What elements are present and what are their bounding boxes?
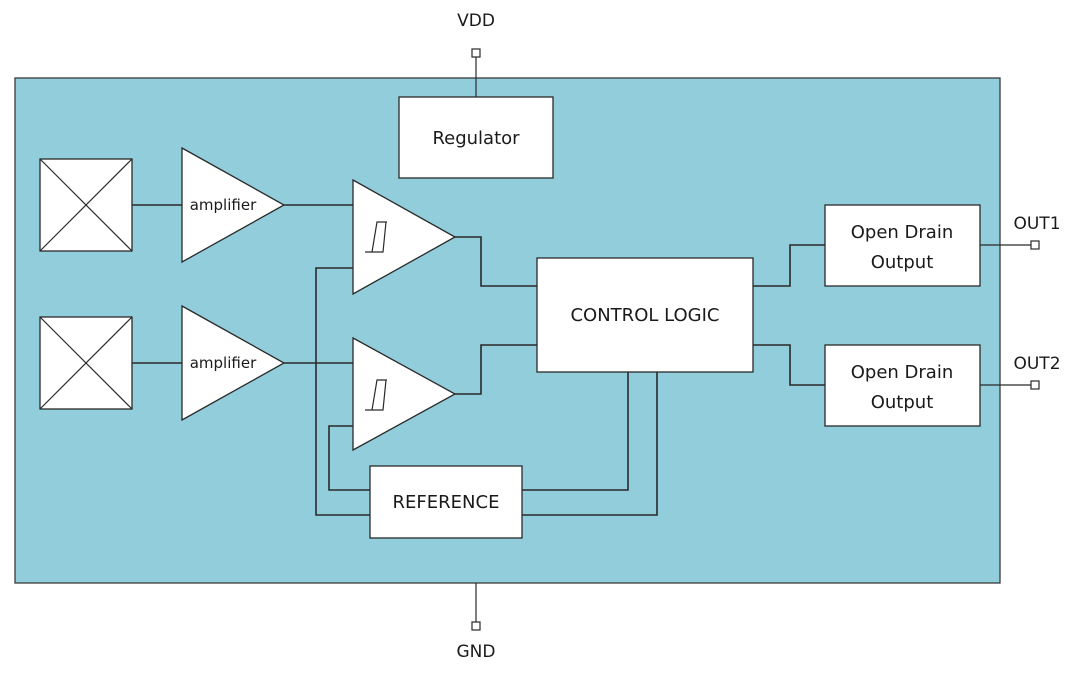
out1-label: OUT1 — [1013, 214, 1060, 234]
wire-comp-bottom-logic — [455, 344, 537, 395]
vdd-pin: VDD — [457, 11, 495, 97]
schmitt-trigger-icon — [365, 379, 387, 411]
schmitt-trigger-icon — [365, 221, 387, 253]
output-bottom-line1: Open Drain — [851, 362, 954, 383]
open-drain-output-top: Open Drain Output — [824, 204, 981, 287]
out2-pin: OUT2 — [980, 354, 1061, 390]
control-logic-block: CONTROL LOGIC — [536, 257, 754, 373]
open-drain-output-bottom: Open Drain Output — [824, 344, 981, 427]
wire-ref-comp-bottom — [328, 425, 370, 491]
wire-ref-comp-top — [315, 267, 370, 516]
wire-logic-out-top — [753, 244, 825, 287]
sensor-icon-bottom — [39, 316, 133, 410]
output-top-line2: Output — [871, 252, 934, 273]
wire-logic-ref-1 — [522, 372, 629, 491]
wire-logic-ref-2 — [522, 372, 658, 516]
wire-comp-top-logic — [455, 236, 537, 287]
output-top-line1: Open Drain — [851, 222, 954, 243]
reference-label: REFERENCE — [393, 492, 500, 513]
amplifier-bottom-label: amplifier — [190, 354, 257, 372]
wire-logic-out-bottom — [753, 344, 825, 386]
vdd-label: VDD — [457, 11, 495, 31]
regulator-block: Regulator — [398, 96, 554, 179]
comparator-bottom — [352, 336, 457, 452]
amplifier-bottom: amplifier — [181, 304, 286, 422]
reference-block: REFERENCE — [369, 465, 523, 539]
gnd-label: GND — [457, 642, 496, 662]
out2-label: OUT2 — [1013, 354, 1060, 374]
amplifier-top: amplifier — [181, 146, 286, 264]
gnd-pin: GND — [457, 583, 496, 662]
comparator-top — [352, 178, 457, 296]
regulator-label: Regulator — [432, 128, 520, 149]
control-logic-label: CONTROL LOGIC — [570, 305, 719, 326]
out1-pin: OUT1 — [980, 214, 1061, 250]
output-bottom-line2: Output — [871, 392, 934, 413]
sensor-icon-top — [39, 158, 133, 252]
amplifier-top-label: amplifier — [190, 196, 257, 214]
